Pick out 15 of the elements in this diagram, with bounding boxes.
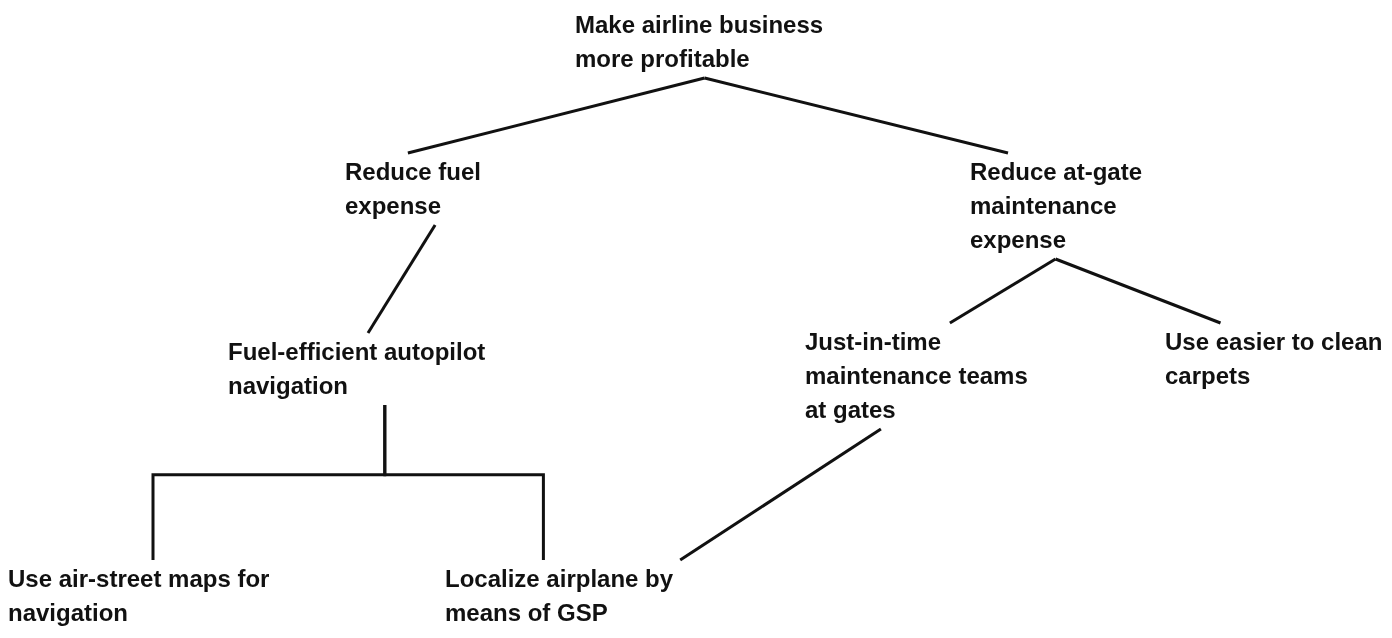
node-text: Fuel-efficient autopilot navigation bbox=[228, 335, 508, 403]
node-text: Use easier to clean carpets bbox=[1165, 325, 1387, 393]
node-text: Reduce fuel expense bbox=[345, 155, 515, 223]
node-text: Just-in-time maintenance teams at gates bbox=[805, 325, 1035, 427]
node-text: Use air-street maps for navigation bbox=[8, 562, 298, 630]
connector-line bbox=[366, 224, 437, 334]
node-text: Make airline business more profitable bbox=[575, 8, 845, 76]
node-text: Reduce at-gate maintenance expense bbox=[970, 155, 1160, 257]
connector-line bbox=[1054, 257, 1222, 325]
connector-line bbox=[704, 76, 1009, 155]
node-text: Localize airplane by means of GSP bbox=[445, 562, 685, 630]
connector-line bbox=[407, 76, 705, 155]
connector-line bbox=[949, 257, 1057, 325]
connector-line bbox=[679, 427, 882, 562]
connector-line bbox=[383, 405, 545, 560]
